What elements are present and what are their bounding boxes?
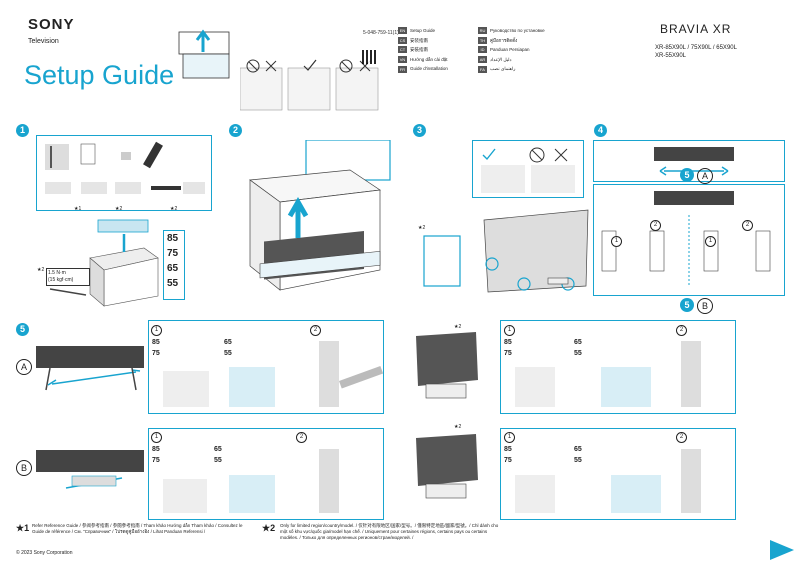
step-1-parts-panel xyxy=(36,135,212,211)
step-2-badge: 2 xyxy=(229,124,242,137)
row-b2-substep-2: 2 xyxy=(676,432,687,443)
footer-star-1-text: Refer Reference Guide / 参阅参考指南 / 参閱參考指南 … xyxy=(32,523,243,534)
row-b2-substep-1: 1 xyxy=(504,432,515,443)
unboxing-illustration xyxy=(240,139,400,300)
handling-warnings xyxy=(239,58,380,114)
brand-logo: SONY xyxy=(28,16,75,33)
row-a-label: A xyxy=(16,359,32,375)
row-a-lift-illustration xyxy=(392,328,492,408)
row-a2-substep-1: 1 xyxy=(504,325,515,336)
row-a-tv-illustration xyxy=(36,342,146,398)
note-star-2b: ★2 xyxy=(170,206,178,212)
model-list: XR-85X90L / 75X90L / 65X90L XR-55X90L xyxy=(655,45,737,59)
row-b-substep-2: 2 xyxy=(296,432,307,443)
part-number: 5-048-759-11(1) xyxy=(363,30,399,36)
step-5a-ref-letter: A xyxy=(697,168,713,184)
qr-code xyxy=(362,50,376,64)
step-5-badge: 5 xyxy=(16,323,29,336)
step-4-narrow-panel xyxy=(593,184,785,296)
row-b-tv-illustration xyxy=(36,448,146,498)
row-b-substep-1: 1 xyxy=(151,432,162,443)
footer-star-2-text: Only for limited region/country/model. /… xyxy=(280,523,499,540)
step-3-badge: 3 xyxy=(413,124,426,137)
step-4-badge: 4 xyxy=(594,124,607,137)
size-box xyxy=(163,230,185,300)
step-4-substep-4: 2 xyxy=(742,220,753,231)
row-b-lift-illustration xyxy=(392,430,492,510)
row-b-step-panel-1 xyxy=(148,428,384,520)
page-title: Setup Guide xyxy=(24,60,175,90)
product-line: BRAVIA XR xyxy=(660,22,732,36)
note-star-2a: ★2 xyxy=(115,206,123,212)
row-a-substep-2: 2 xyxy=(310,325,321,336)
row-b-label: B xyxy=(16,460,32,476)
stand-attachment-illustration xyxy=(418,200,590,300)
row-b-step-panel-2 xyxy=(500,428,736,520)
footer-star-1: ★1 xyxy=(16,523,30,533)
footer-star-2: ★2 xyxy=(262,523,276,533)
row-a-step-panel-1 xyxy=(148,320,384,414)
category-label: Television xyxy=(28,38,59,45)
row-a-star-note: ★2 xyxy=(454,324,462,330)
step-3-warning-panel xyxy=(472,140,584,198)
screw-torque-note: 1.5 N·m (15 kgf·cm) xyxy=(46,268,90,286)
step-4-substep-2: 2 xyxy=(650,220,661,231)
step-1-badge: 1 xyxy=(16,124,29,137)
box-contents-illustration xyxy=(84,218,164,308)
step-3-star-note: ★2 xyxy=(418,225,426,231)
copyright: © 2023 Sony Corporation xyxy=(16,550,73,556)
step-5b-ref-number: 5 xyxy=(680,298,694,312)
row-a2-substep-2: 2 xyxy=(676,325,687,336)
step-4-substep-1: 1 xyxy=(611,236,622,247)
step-5b-ref-letter: B xyxy=(697,298,713,314)
note-star-2-screw: ★2 xyxy=(37,267,45,273)
packaging-illustration xyxy=(175,24,237,82)
row-a-step-panel-2 xyxy=(500,320,736,414)
row-b-star-note: ★2 xyxy=(454,424,462,430)
row-a-substep-1: 1 xyxy=(151,325,162,336)
step-4-substep-3: 1 xyxy=(705,236,716,247)
note-star-1: ★1 xyxy=(74,206,82,212)
screwdriver-icon xyxy=(48,284,88,296)
step-5a-ref-number: 5 xyxy=(680,168,694,182)
page-turn-arrow-icon xyxy=(770,540,794,560)
